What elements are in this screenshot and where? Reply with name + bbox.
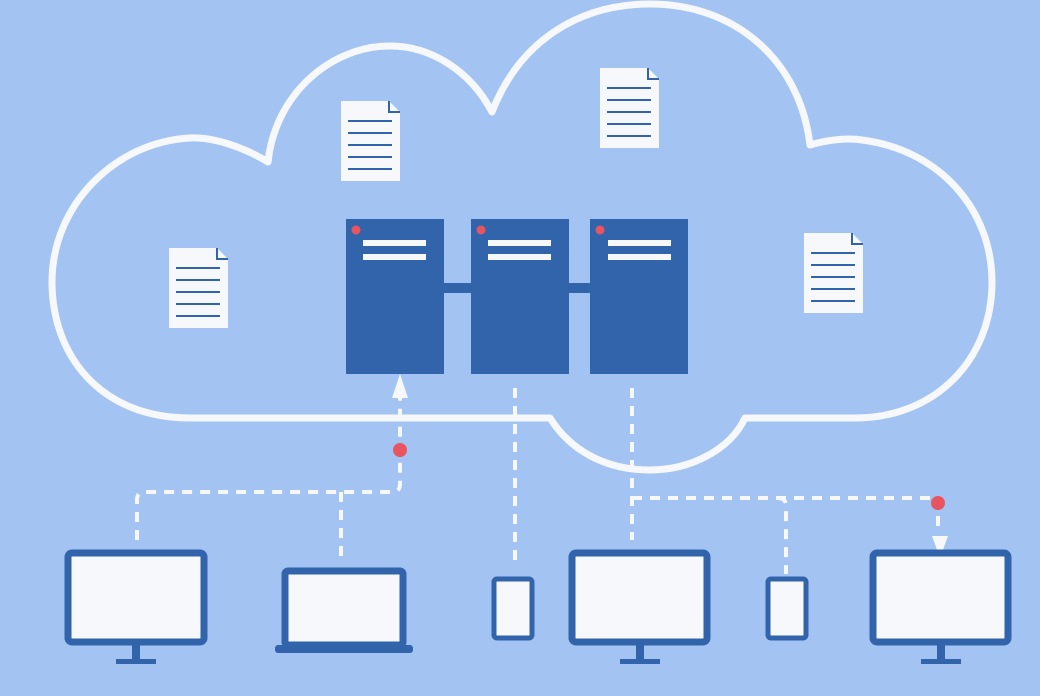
document-3: [169, 248, 228, 328]
tablet: [765, 576, 809, 641]
server-status-led: [476, 225, 486, 235]
document-4: [804, 233, 863, 313]
server-link-2: [568, 283, 592, 293]
connector-upload-path: [135, 398, 402, 540]
server-link-1: [443, 283, 473, 293]
desktop-monitor: [64, 549, 208, 664]
desktop-monitor: [568, 549, 711, 664]
node-dot: [931, 496, 945, 510]
document-1: [341, 101, 400, 181]
document-2: [600, 68, 659, 148]
tablet: [491, 576, 535, 641]
arrow-down-icon: [932, 536, 948, 558]
node-dot: [393, 443, 407, 457]
server-1: [346, 219, 444, 374]
connector-tablet-2-branch: [777, 496, 788, 574]
desktop-monitor: [869, 549, 1012, 664]
server-status-led: [595, 225, 605, 235]
arrow-up-icon: [392, 374, 408, 398]
server-3: [590, 219, 688, 374]
cloud-outline: [48, 0, 996, 474]
server-status-led: [351, 225, 361, 235]
laptop: [275, 567, 413, 653]
server-2: [471, 219, 569, 374]
